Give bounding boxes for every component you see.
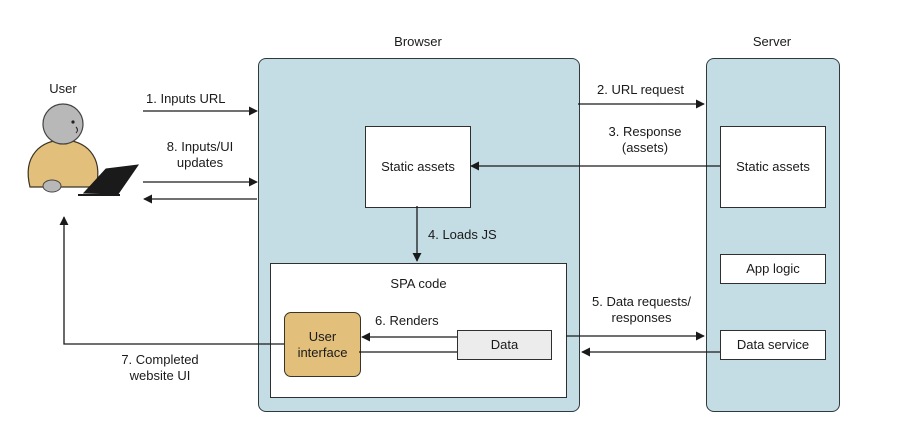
user-interface-box: User interface	[284, 312, 361, 377]
step-7-line1: 7. Completed	[121, 352, 199, 367]
app-logic-box: App logic	[720, 254, 826, 284]
step-3-line1: 3. Response	[608, 124, 682, 139]
server-title: Server	[752, 34, 792, 49]
app-logic-label: App logic	[746, 261, 800, 276]
browser-static-assets-label: Static assets	[381, 159, 455, 174]
step-6-label: 6. Renders	[375, 313, 439, 328]
data-label: Data	[490, 337, 519, 352]
step-7-label: 7. Completed website UI	[110, 352, 210, 384]
step-8-label: 8. Inputs/UI updates	[150, 139, 250, 171]
step-1-label: 1. Inputs URL	[146, 91, 226, 106]
data-box: Data	[457, 330, 552, 360]
arrow-completed-ui	[59, 216, 284, 345]
step-5-line1: 5. Data requests/	[592, 294, 691, 309]
browser-static-assets-box: Static assets	[365, 126, 471, 208]
user-eye	[71, 120, 75, 124]
spa-code-label: SPA code	[390, 276, 447, 291]
step-4-label: 4. Loads JS	[428, 227, 497, 242]
step-8-line1: 8. Inputs/UI	[166, 139, 234, 154]
user-body	[27, 139, 99, 188]
user-figure	[27, 103, 140, 196]
server-static-assets-box: Static assets	[720, 126, 826, 208]
step-7-line2: website UI	[129, 368, 191, 383]
user-label: User	[49, 81, 77, 96]
browser-title: Browser	[394, 34, 442, 49]
step-3-label: 3. Response (assets)	[590, 124, 700, 156]
step-3-line2: (assets)	[621, 140, 669, 155]
step-5-line2: responses	[611, 310, 672, 325]
user-head	[42, 103, 84, 145]
user-mouth	[75, 126, 78, 134]
data-service-box: Data service	[720, 330, 826, 360]
data-service-label: Data service	[736, 337, 810, 352]
step-2-label: 2. URL request	[597, 82, 684, 97]
step-8-line2: updates	[176, 155, 224, 170]
user-interface-label-line2: interface	[297, 344, 348, 360]
laptop-icon	[82, 164, 140, 195]
step-5-label: 5. Data requests/ responses	[584, 294, 699, 326]
user-interface-label-line1: User	[308, 328, 337, 344]
server-static-assets-label: Static assets	[736, 159, 810, 174]
user-hand-left	[42, 179, 62, 193]
